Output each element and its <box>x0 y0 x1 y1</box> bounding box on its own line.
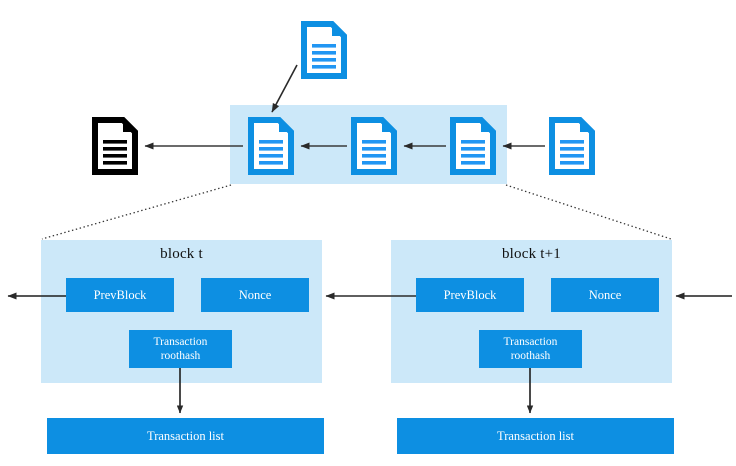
block-t1-roothash-box: Transaction roothash <box>479 330 582 368</box>
block-panel-t-plus-1: block t+1 PrevBlock Nonce Transaction ro… <box>391 240 672 383</box>
chain-document-icon-3 <box>450 117 496 175</box>
block-panel-t: block t PrevBlock Nonce Transaction root… <box>41 240 322 383</box>
chain-document-icon-1 <box>248 117 294 175</box>
block-t1-prevblock-box: PrevBlock <box>416 278 524 312</box>
expansion-line-right <box>505 184 672 240</box>
block-t-roothash-line1: Transaction <box>153 336 208 348</box>
block-t1-nonce-box: Nonce <box>551 278 659 312</box>
block-panel-t-plus-1-title: block t+1 <box>501 246 561 262</box>
block-t-roothash-box: Transaction roothash <box>129 330 232 368</box>
transaction-list-bar-t: Transaction list <box>47 418 324 454</box>
block-t-nonce-box: Nonce <box>201 278 309 312</box>
expansion-line-left <box>41 184 232 240</box>
incoming-block-document-icon <box>549 117 595 175</box>
genesis-block-document-icon <box>92 117 138 175</box>
block-t-prevblock-box: PrevBlock <box>66 278 174 312</box>
block-panel-t-title: block t <box>160 246 203 262</box>
block-t1-roothash-line1: Transaction <box>503 336 558 348</box>
transaction-list-bar-t-plus-1: Transaction list <box>397 418 674 454</box>
block-t1-roothash-line2: roothash <box>510 350 551 362</box>
new-block-document-icon <box>301 21 347 79</box>
block-t-roothash-line2: roothash <box>160 350 201 362</box>
chain-document-icon-2 <box>351 117 397 175</box>
